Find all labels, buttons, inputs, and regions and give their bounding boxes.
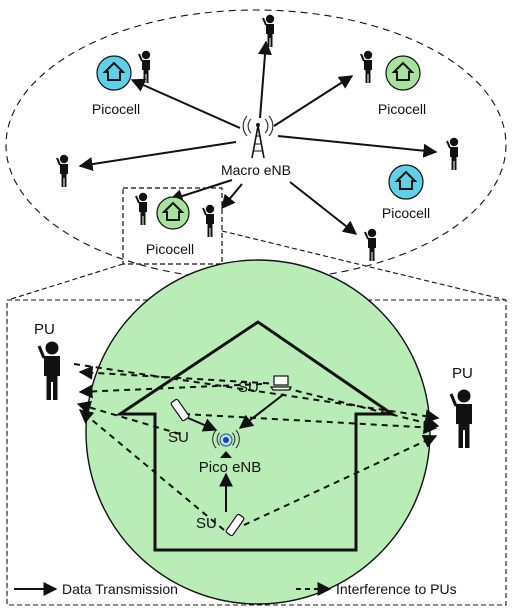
picocell-label-3: Picocell (382, 205, 430, 221)
phone-icon-left (170, 398, 190, 422)
picocell-label-4: Picocell (146, 241, 194, 257)
user-icon-4b (202, 203, 216, 238)
user-icon-3 (446, 136, 460, 171)
macro-label: Macro eNB (221, 162, 291, 178)
user-icon-1 (138, 49, 152, 84)
building-outline (115, 320, 397, 552)
su-label-bottom: SU (196, 515, 217, 532)
phone-icon-bottom (225, 513, 245, 537)
picocell-house-icon-3 (388, 164, 424, 200)
pu-left-label: PU (34, 321, 55, 338)
macro-tower-icon (242, 115, 274, 159)
picocell-house-icon-2 (385, 55, 421, 91)
user-icon-bottom-right (364, 227, 378, 262)
legend-solid-label: Data Transmission (62, 581, 178, 597)
macro-coverage-ellipse (5, 9, 507, 281)
pico-coverage-circle (85, 259, 431, 605)
zoom-line-left (7, 263, 124, 301)
picocell-label-2: Picocell (378, 101, 426, 117)
pu-left-icon (37, 340, 62, 402)
pu-right-label: PU (452, 365, 473, 382)
interference-arrows (73, 363, 440, 531)
pu-right-icon (449, 388, 474, 450)
user-icon-left (56, 153, 70, 188)
user-icon-top (262, 13, 276, 48)
picocell-house-icon-1 (96, 55, 132, 91)
pico-enb-label: Pico eNB (199, 459, 262, 476)
laptop-icon (269, 375, 293, 391)
pico-data-arrows (187, 393, 285, 512)
macro-data-arrows (78, 40, 438, 235)
user-icon-2 (360, 49, 374, 84)
picocell-label-1: Picocell (92, 101, 140, 117)
legend-dashed-label: Interference to PUs (336, 581, 457, 597)
user-icon-4a (135, 191, 149, 226)
pico-enb-icon (212, 429, 240, 458)
highlight-box (122, 187, 223, 265)
su-label-left: SU (168, 429, 189, 446)
picocell-house-icon-4 (156, 196, 190, 230)
su-label-laptop: SU (238, 379, 259, 396)
zoom-line-right (221, 230, 507, 301)
